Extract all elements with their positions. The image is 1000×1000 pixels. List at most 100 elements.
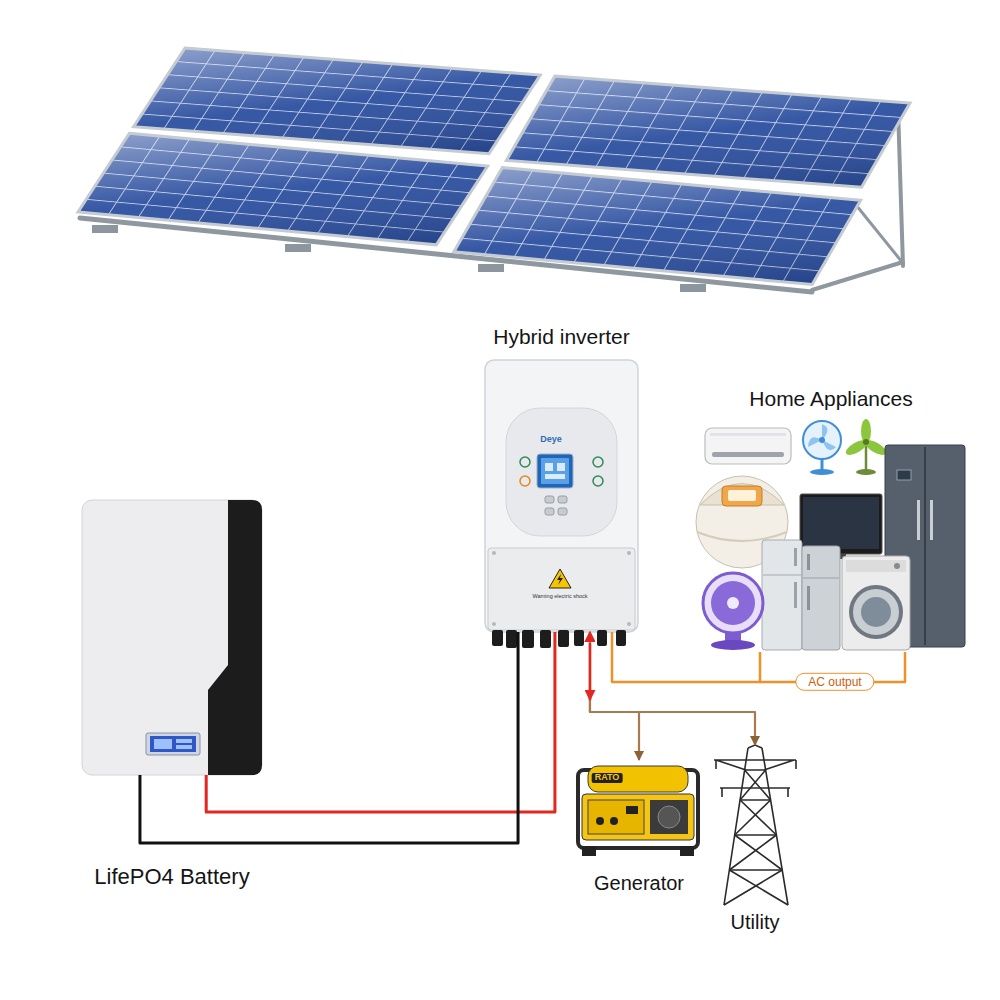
fridge-icon-part <box>762 540 802 650</box>
tall-fridge-icon-part <box>917 500 920 540</box>
solar-panel-part <box>454 168 861 285</box>
tall-fridge-icon-part <box>924 447 926 645</box>
solar-panel-part <box>78 133 488 245</box>
table-fan-icon-part <box>711 640 755 650</box>
bidirectional-arrow-part <box>589 643 592 700</box>
table-fan-icon-part <box>711 581 755 625</box>
air-conditioner-icon-part <box>712 452 784 457</box>
desk-fan-icon-part <box>810 469 834 475</box>
washing-machine-icon <box>842 556 910 650</box>
hybrid-inverter-drawing-part <box>545 474 565 479</box>
hybrid-inverter-drawing <box>485 360 638 648</box>
rice-cooker-icon-part <box>728 490 756 501</box>
generator-drawing-part <box>596 817 604 825</box>
generator-drawing-part <box>610 817 618 825</box>
hybrid-inverter-drawing-part <box>545 496 554 503</box>
fridge-icon-part <box>807 586 810 610</box>
hybrid-inverter-drawing-part <box>492 622 496 626</box>
lifepo4-battery-drawing-part <box>208 500 262 775</box>
generator-drawing-part <box>588 800 644 834</box>
hybrid-inverter-drawing-part <box>545 463 553 471</box>
utility-tower-drawing-part <box>735 800 777 835</box>
utility-tower-drawing-part <box>716 760 796 797</box>
desk-fan-icon-part <box>819 437 825 443</box>
hybrid-inverter-drawing-part <box>627 551 631 555</box>
utility-tower-drawing <box>714 745 796 905</box>
fridge-icon-part <box>803 578 839 579</box>
generator-drawing-part <box>680 846 694 856</box>
utility-tower-drawing-part <box>748 745 762 748</box>
fridge-icon-part <box>794 548 797 566</box>
lifepo4-battery-drawing-part <box>82 500 262 775</box>
hybrid-inverter-drawing-part <box>520 476 530 486</box>
lifepo4-battery-drawing-part <box>176 745 192 749</box>
fridge-icon-part <box>794 582 797 608</box>
node-heading: Generator <box>594 871 684 895</box>
solar-panel <box>454 168 861 285</box>
node-heading: Home Appliances <box>749 386 912 411</box>
hybrid-inverter-drawing-part <box>549 569 571 588</box>
utility-tower-drawing-part <box>724 748 788 905</box>
desk-fan-icon <box>803 421 841 475</box>
ceiling-fan-icon-part <box>844 437 870 458</box>
utility-tower-drawing-part <box>714 760 796 770</box>
table-fan-icon-part <box>703 573 763 633</box>
washing-machine-icon-part <box>894 563 900 569</box>
washing-machine-icon-part <box>846 560 906 572</box>
solar-panel-part <box>506 76 910 187</box>
fridge-icon-part <box>763 575 801 576</box>
washing-machine-icon-part <box>851 587 901 637</box>
lifepo4-battery-drawing-part <box>150 736 196 752</box>
television-icon-part <box>800 494 882 554</box>
utility-tower: Utility <box>712 745 798 905</box>
brand-logo: RATO <box>592 773 623 783</box>
mounting-frame-part <box>92 225 118 233</box>
ceiling-fan-icon <box>844 419 889 475</box>
hybrid-inverter-drawing-part <box>597 630 607 646</box>
hybrid-inverter-drawing-part <box>627 622 631 626</box>
television-icon-part <box>803 497 879 549</box>
hybrid-inverter-drawing-part <box>593 457 603 467</box>
tall-fridge-icon-part <box>930 500 933 540</box>
generator-drawing-part <box>582 846 596 856</box>
hybrid-inverter-drawing-part <box>540 630 551 648</box>
generator-drawing-part <box>626 806 638 814</box>
mounting-frame-part <box>680 284 706 292</box>
lifepo4-battery-drawing-part <box>154 739 172 749</box>
hybrid-inverter-drawing-part <box>574 630 584 646</box>
solar-panel <box>78 133 488 245</box>
utility-tower-drawing-part <box>729 770 782 870</box>
fridge-icon-part <box>802 546 840 650</box>
lifepo4-battery-drawing-part <box>146 733 200 755</box>
hybrid-inverter-drawing-part <box>557 574 563 585</box>
air-conditioner-icon-part <box>710 433 786 436</box>
table-fan-icon-part <box>727 597 739 609</box>
fridge-icon <box>802 546 840 650</box>
hybrid-inverter-drawing-part <box>485 360 638 632</box>
solar-panel-part <box>506 76 910 187</box>
utility-tower-drawing-part <box>720 787 790 789</box>
utility-tower-drawing-part <box>729 835 782 870</box>
bidirectional-arrow <box>590 643 591 700</box>
edge-label-pill: AC output <box>795 673 874 691</box>
hybrid-inverter-drawing-part <box>616 630 626 646</box>
connector-group <box>140 632 760 843</box>
ceiling-fan-icon-part <box>856 469 876 475</box>
desk-fan-icon-part <box>821 459 824 470</box>
hybrid-inverter-drawing-part <box>520 457 530 467</box>
hybrid-inverter-drawing-part <box>506 408 617 536</box>
generator-drawing-part <box>650 800 688 834</box>
solar-panel <box>506 76 910 187</box>
node-heading: LifePO4 Battery <box>94 864 249 890</box>
mounting-frame-part <box>898 108 903 266</box>
brand-logo: Deye <box>540 435 562 445</box>
hybrid-inverter-drawing-part <box>537 454 573 488</box>
appliances-drawing <box>696 419 965 650</box>
ac-output-wire <box>612 632 760 682</box>
fridge-icon-part <box>807 554 810 570</box>
rice-cooker-icon-part <box>722 486 762 506</box>
dc-wire-negative <box>140 632 518 843</box>
